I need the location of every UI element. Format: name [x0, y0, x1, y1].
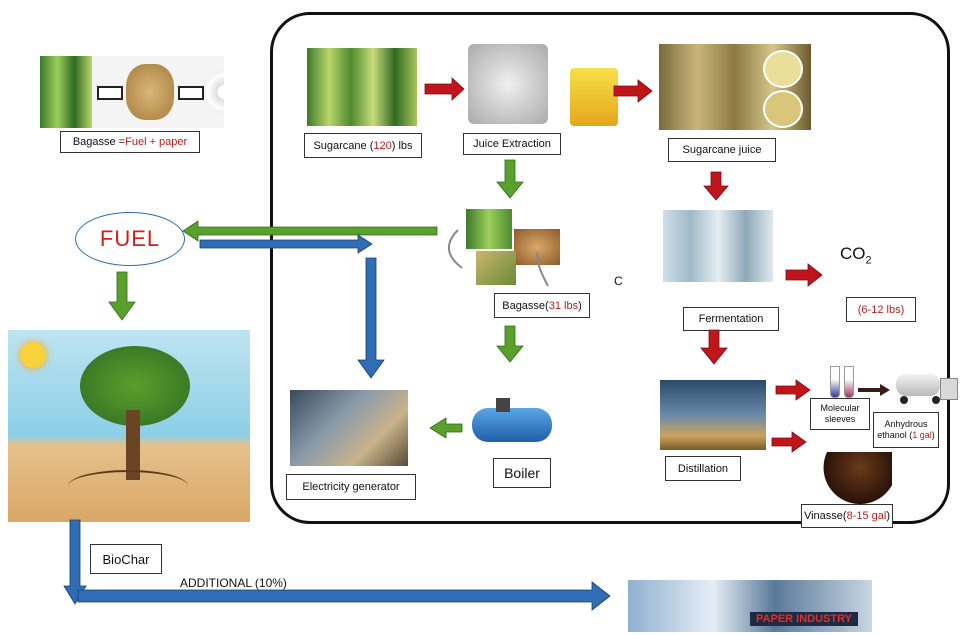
- electricity-text: Electricity generator: [302, 481, 400, 493]
- carbon-cycle-tree-image: [8, 330, 250, 522]
- distillation-text: Distillation: [677, 462, 729, 475]
- bagasse-fuel-paper-label: Bagasse = Fuel + paper: [60, 131, 200, 153]
- vinasse-text: Vinasse(: [803, 510, 847, 522]
- co2-text: CO: [840, 244, 866, 263]
- bagasse-strip-image: [40, 56, 224, 128]
- arrow-fuel-to-generator: [357, 257, 385, 379]
- juice-glass-image: [570, 68, 618, 126]
- ethanol-text: ethanol (: [877, 430, 913, 440]
- electricity-generator-image: [290, 390, 408, 466]
- distillation-image: [660, 380, 766, 450]
- arrow-distillation-to-vinasse: [771, 431, 807, 453]
- biochar-text: BioChar: [102, 551, 150, 567]
- tanker-truck-image: [896, 372, 958, 406]
- fermentation-image: [663, 210, 773, 282]
- fermentation-label: Fermentation: [683, 307, 779, 331]
- recycle-arrow-left: [448, 229, 463, 269]
- vinasse-label: Vinasse( 8-15 gal ): [801, 504, 893, 528]
- additional-label: ADDITIONAL (10%): [180, 576, 287, 590]
- green-arrows: [108, 159, 524, 439]
- distillation-label: Distillation: [665, 456, 741, 481]
- co2-amount-value: (6-12 lbs): [857, 303, 905, 316]
- fuel-ellipse: FUEL: [75, 212, 185, 266]
- ethanol-close: ): [931, 430, 935, 440]
- bagasse-text: Bagasse =: [72, 136, 126, 148]
- anhydrous-line1: Anhydrous: [884, 419, 928, 429]
- sugarcane-unit: ) lbs: [391, 139, 413, 152]
- arrow-fermentation-to-co2: [785, 263, 823, 287]
- vinasse-image: [812, 452, 892, 504]
- sugarcane-juice-label: Sugarcane juice: [668, 138, 776, 162]
- biochar-label: BioChar: [90, 544, 162, 574]
- arrow-distillation-to-sleeves: [775, 379, 811, 401]
- arrow-sugarcane-to-extraction: [424, 77, 465, 101]
- carbon-letter: C: [614, 274, 623, 288]
- boiler-text: Boiler: [504, 465, 540, 481]
- bagasse-mid-close: ): [578, 299, 582, 312]
- co2-subscript: 2: [865, 254, 872, 267]
- arrow-extraction-to-bagasse: [496, 159, 524, 199]
- bagasse-amount-label: Bagasse( 31 lbs ): [494, 293, 590, 318]
- arrow-additional-to-paper: [77, 581, 611, 611]
- bagasse-cycle-image: [446, 205, 566, 287]
- vinasse-close: ): [886, 510, 891, 522]
- sugarcane-label: Sugarcane ( 120 ) lbs: [304, 133, 422, 158]
- arrow-bagasse-to-boiler: [496, 325, 524, 363]
- fermentation-text: Fermentation: [698, 313, 764, 325]
- paper-industry-image: PAPER INDUSTRY: [628, 580, 872, 632]
- paper-industry-label: PAPER INDUSTRY: [750, 612, 858, 626]
- arrow-glass-to-juice: [613, 79, 653, 103]
- co2-amount-label: (6-12 lbs): [846, 297, 916, 322]
- juice-extraction-text: Juice Extraction: [473, 138, 551, 150]
- arrow-boiler-to-generator: [429, 417, 463, 439]
- arrow-juice-to-fermentation: [703, 171, 729, 201]
- bagasse-mid-value: 31 lbs: [548, 299, 579, 312]
- fuel-paper-text: Fuel + paper: [125, 136, 188, 148]
- vinasse-value: 8-15 gal: [846, 510, 887, 522]
- sugarcane-value: 120: [373, 139, 392, 152]
- electricity-generator-label: Electricity generator: [286, 474, 416, 500]
- juice-machine-image: [468, 44, 548, 124]
- molecular-line2: sleeves: [824, 414, 856, 424]
- juice-extraction-label: Juice Extraction: [463, 133, 561, 155]
- arrow-sleeves-to-truck: [858, 384, 890, 396]
- boiler-label: Boiler: [493, 458, 551, 488]
- bagasse-mid-text: Bagasse(: [502, 299, 549, 312]
- arrow-fuel-to-right: [199, 234, 373, 254]
- molecular-line1: Molecular: [820, 403, 860, 413]
- anhydrous-ethanol-label: Anhydrous ethanol (1 gal): [873, 412, 939, 448]
- recycle-arrow-right: [536, 251, 549, 287]
- arrow-bagasse-to-fuel: [182, 220, 438, 242]
- co2-label: CO2: [840, 244, 872, 266]
- arrow-fuel-to-biochar-tree: [108, 271, 136, 321]
- sugarcane-juice-image: [659, 44, 811, 130]
- sugarcane-text: Sugarcane (: [313, 139, 374, 152]
- fuel-label: FUEL: [99, 226, 161, 251]
- arrow-fermentation-to-distillation: [700, 329, 728, 365]
- ethanol-value: 1 gal: [912, 430, 932, 440]
- boiler-image: [466, 396, 558, 448]
- sugarcane-juice-text: Sugarcane juice: [682, 144, 762, 156]
- molecular-sleeves-label: Molecular sleeves: [810, 398, 870, 430]
- sugarcane-image: [307, 48, 417, 126]
- test-tubes-image: [826, 366, 856, 398]
- blue-arrows: [63, 234, 611, 611]
- red-arrows: [424, 77, 823, 453]
